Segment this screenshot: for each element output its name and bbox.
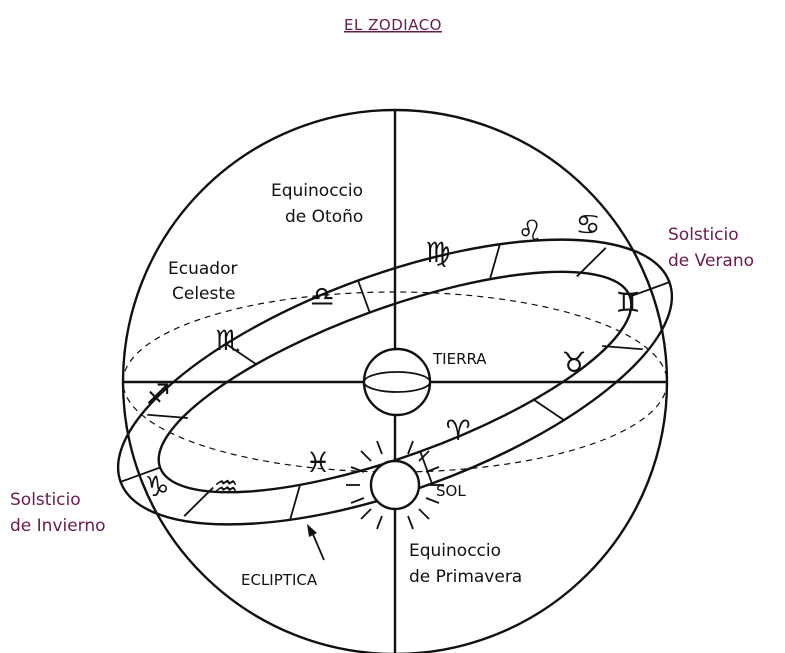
libra-icon: ♎ bbox=[309, 280, 334, 313]
pisces-icon: ♓ bbox=[305, 446, 330, 479]
summer-solstice-label-line1: Solsticio bbox=[668, 225, 739, 245]
ecliptic-band bbox=[116, 238, 674, 526]
spring-equinox-label-line2: de Primavera bbox=[409, 567, 522, 587]
scorpio-icon: ♏ bbox=[215, 324, 240, 357]
earth-equator bbox=[363, 371, 431, 393]
gemini-icon: ♊ bbox=[615, 286, 640, 319]
summer-solstice-label-line2: de Verano bbox=[668, 251, 754, 271]
winter-solstice-label-line2: de Invierno bbox=[10, 516, 106, 536]
zodiac-glyphs: ♍ ♌ ♋ ♊ ♉ ♈ ♓ ♒ ♑ ♐ ♏ ♎ bbox=[144, 208, 640, 503]
taurus-icon: ♉ bbox=[561, 346, 586, 379]
sun-rays bbox=[346, 438, 444, 532]
earth bbox=[362, 347, 432, 417]
winter-solstice-label-line1: Solsticio bbox=[10, 490, 81, 510]
ecliptic-pointer-arrowhead bbox=[307, 524, 317, 537]
diagram-title: EL ZODIACO bbox=[344, 16, 442, 34]
earth-label: TIERRA bbox=[432, 350, 487, 368]
autumn-equinox-label-line1: Equinoccio bbox=[271, 181, 363, 201]
cancer-icon: ♋ bbox=[575, 208, 600, 241]
sun-circle bbox=[369, 459, 421, 511]
ecliptic-pointer bbox=[311, 531, 325, 561]
autumn-equinox-label-line2: de Otoño bbox=[285, 207, 363, 227]
earth-circle bbox=[362, 347, 432, 417]
virgo-icon: ♍ bbox=[425, 236, 450, 269]
sagittarius-icon: ♐ bbox=[145, 378, 170, 411]
capricorn-icon: ♑ bbox=[144, 470, 169, 503]
celestial-equator-label-line2: Celeste bbox=[172, 284, 236, 304]
leo-icon: ♌ bbox=[517, 214, 542, 247]
aquarius-icon: ♒ bbox=[213, 470, 238, 503]
spring-equinox-label-line1: Equinoccio bbox=[409, 541, 501, 561]
sun-label: SOL bbox=[436, 482, 466, 500]
ecliptic-label: ECLIPTICA bbox=[241, 571, 318, 589]
ecliptic-dividers bbox=[120, 243, 670, 521]
sun bbox=[346, 438, 444, 532]
celestial-equator-label-line1: Ecuador bbox=[168, 259, 237, 279]
aries-icon: ♈ bbox=[445, 414, 470, 447]
